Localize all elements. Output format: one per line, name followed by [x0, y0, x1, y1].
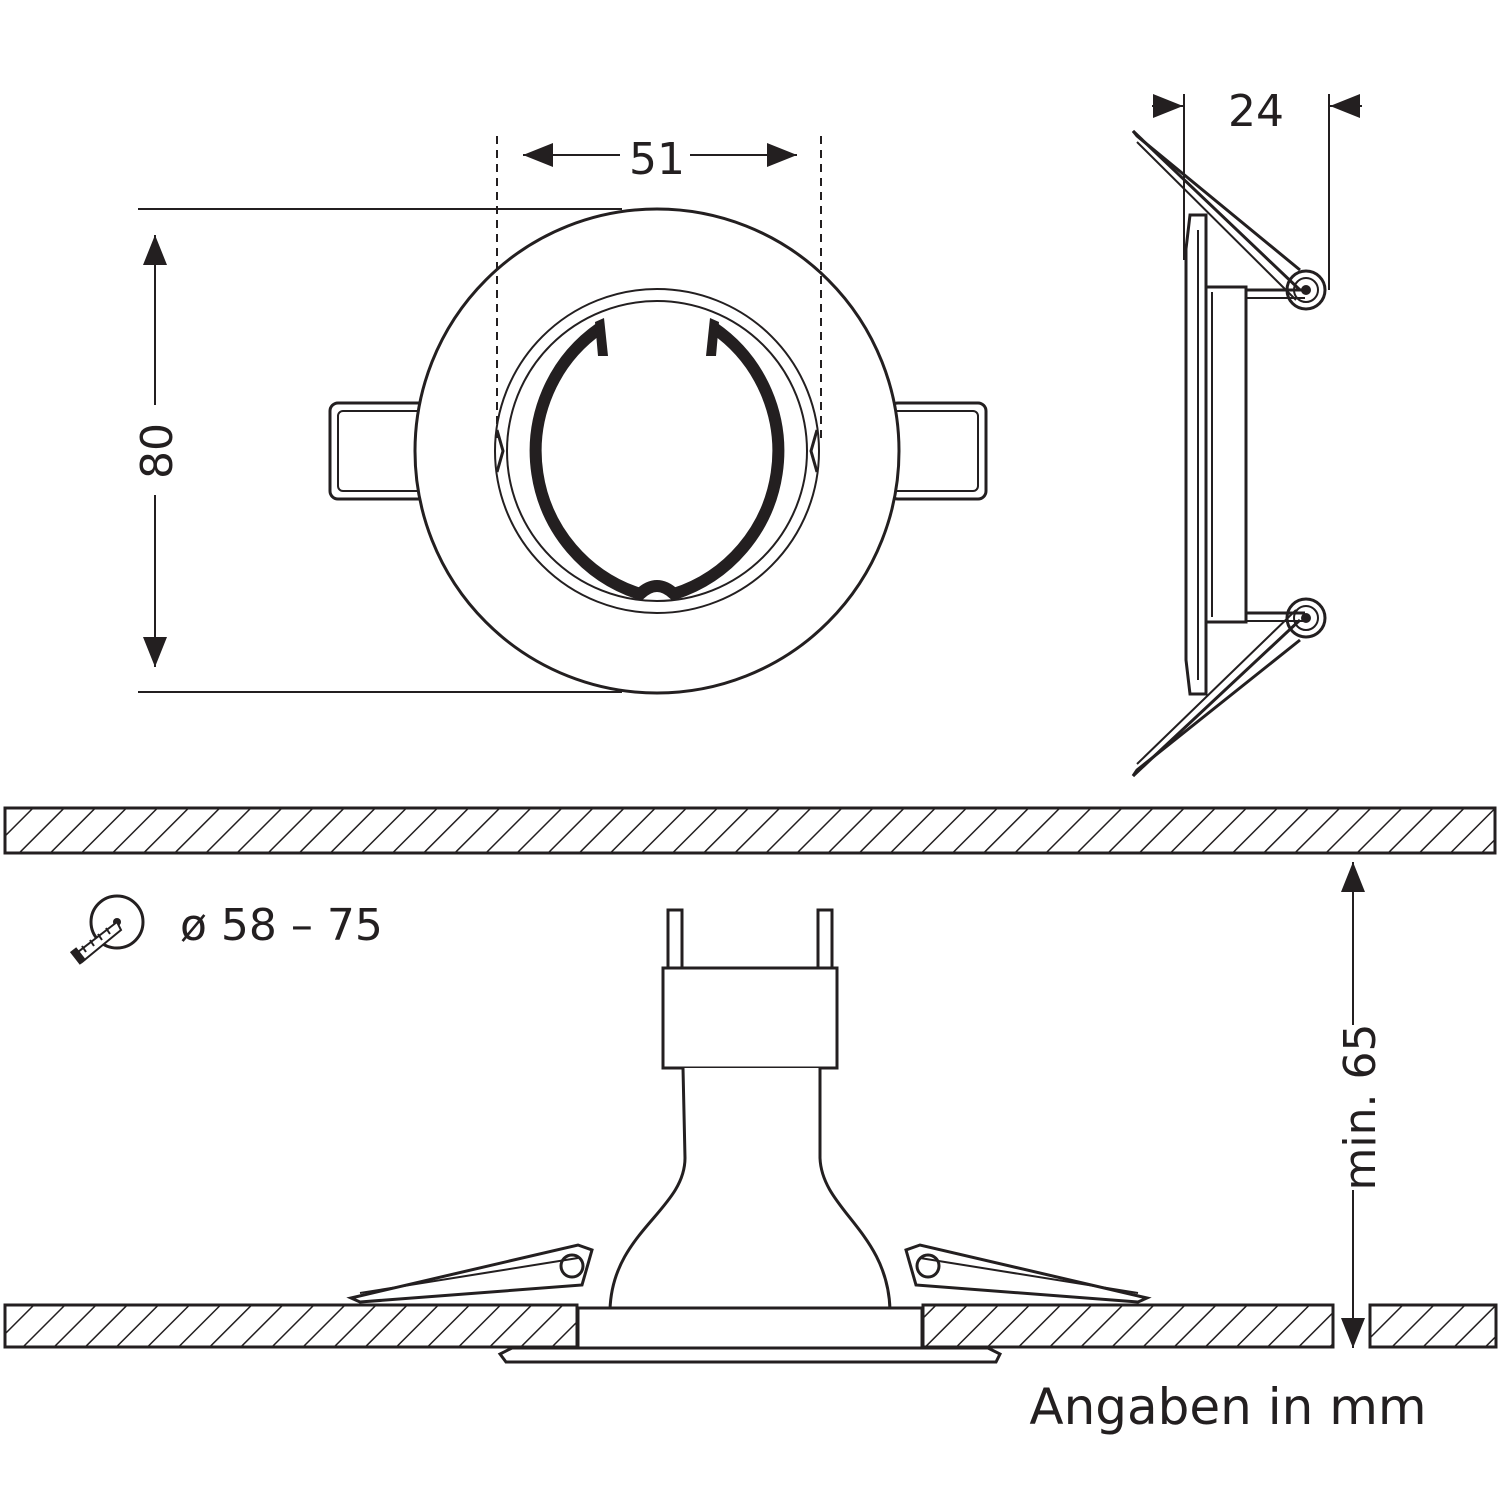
dimension-24: 24 [1152, 86, 1362, 290]
dimension-label-80: 80 [132, 423, 183, 479]
front-view: 51 80 [132, 134, 988, 695]
dimension-label-24: 24 [1228, 86, 1284, 137]
right-clip [888, 401, 988, 501]
dimension-label-min-65: min. 65 [1335, 1024, 1386, 1191]
dimension-min-65: min. 65 [1335, 862, 1386, 1348]
dimension-51: 51 [496, 134, 822, 440]
fixture-flange [497, 1306, 1003, 1364]
hole-saw-icon [69, 894, 145, 965]
ceiling-top-slab [3, 806, 1497, 855]
side-view: 24 [1131, 86, 1362, 778]
inner-ring-outline [494, 288, 820, 614]
spring-hook-right [706, 318, 719, 356]
cutout-diameter-label: ø 58 – 75 [180, 900, 383, 951]
spring-hook-left [595, 318, 608, 356]
ceiling-bottom-slab [3, 1303, 1498, 1349]
units-note: Angaben in mm [1029, 1378, 1426, 1436]
installed-fixture [346, 908, 1152, 1312]
dimension-80: 80 [132, 208, 622, 693]
outer-ring [413, 207, 901, 695]
retaining-spring [529, 323, 785, 601]
dimension-label-51: 51 [629, 134, 685, 185]
